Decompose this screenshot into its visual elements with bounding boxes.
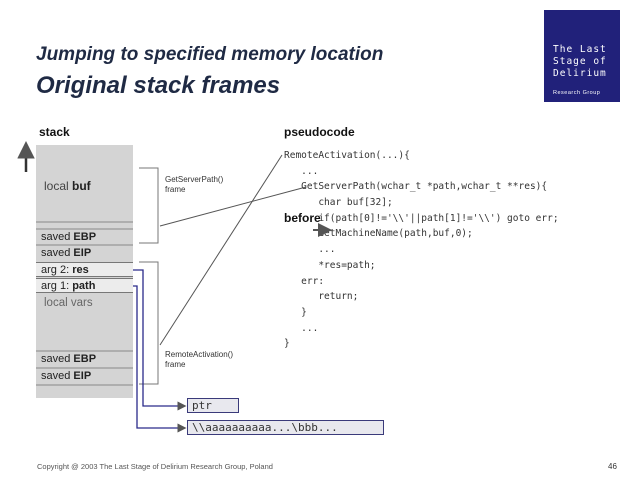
path-pointer-arrow	[133, 285, 187, 433]
getserverpath-frame-bracket	[139, 167, 159, 244]
code-line: }	[284, 338, 290, 350]
stack-cell-arg1-path: arg 1: path	[36, 278, 133, 293]
ptr-box: ptr	[187, 398, 239, 413]
getserverpath-frame-label: GetServerPath()frame	[165, 175, 224, 194]
code-line: ...	[284, 165, 319, 177]
logo-subtitle: Research Group	[553, 90, 601, 96]
stack-cell-saved-ebp-1: saved EBP	[41, 231, 97, 243]
stack-cell-saved-ebp-2: saved EBP	[41, 353, 97, 365]
slide-title: Jumping to specified memory location	[36, 44, 384, 65]
code-line: *res=path;	[284, 259, 376, 271]
path-string-box: \\aaaaaaaaaa...\bbb...	[187, 420, 384, 435]
slide-subtitle: Original stack frames	[36, 72, 281, 99]
logo-line-2: Stage of	[553, 56, 607, 67]
pseudocode-heading: pseudocode	[284, 125, 355, 139]
code-line: char buf[32];	[284, 197, 393, 209]
code-line: return;	[284, 291, 359, 303]
remoteactivation-frame-bracket	[139, 261, 159, 385]
code-line: ...	[284, 244, 336, 256]
lsd-logo: The Last Stage of Delirium Research Grou…	[544, 10, 620, 102]
res-pointer-arrow	[133, 269, 187, 411]
local-buf-label: local buf	[44, 179, 91, 193]
footer-copyright: Copyright @ 2003 The Last Stage of Delir…	[37, 462, 273, 471]
code-line: }	[284, 306, 307, 318]
logo-line-1: The Last	[553, 44, 607, 55]
remoteactivation-frame-label: RemoteActivation()frame	[165, 350, 234, 369]
code-line: err:	[284, 275, 325, 287]
code-line: RemoteActivation(...){	[284, 150, 410, 161]
local-vars-label: local vars	[44, 297, 93, 309]
logo-line-3: Delirium	[553, 68, 607, 79]
stack-heading: stack	[39, 125, 70, 139]
stack-cell-arg2-res: arg 2: res	[36, 262, 133, 277]
page-number: 46	[608, 462, 617, 471]
code-line: GetMachineName(path,buf,0);	[284, 228, 473, 240]
code-line: if(path[0]!='\\'||path[1]!='\\') goto er…	[284, 212, 559, 224]
stack-cell-saved-eip-2: saved EIP	[41, 370, 92, 382]
pseudocode-block: RemoteActivation(...){ ... GetServerPath…	[284, 148, 559, 352]
before-label: before	[284, 211, 321, 225]
stack-cell-saved-eip-1: saved EIP	[41, 247, 92, 259]
frame-link-line	[159, 154, 283, 346]
code-line: ...	[284, 322, 319, 334]
frame-link-line	[159, 186, 307, 227]
code-line: GetServerPath(wchar_t *path,wchar_t **re…	[284, 181, 548, 193]
